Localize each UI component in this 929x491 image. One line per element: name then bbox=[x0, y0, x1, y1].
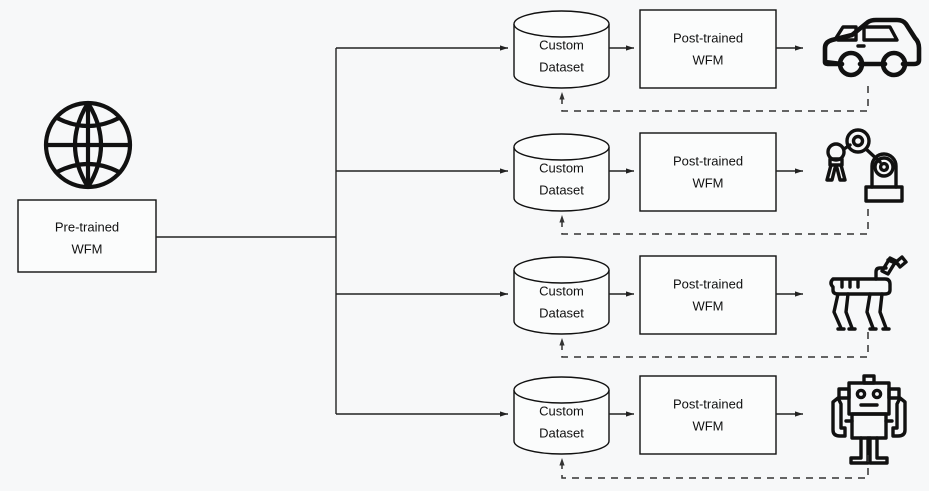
custom-dataset-1[interactable]: Custom Dataset bbox=[513, 10, 610, 89]
post-trained-wfm-1-line1: Post-trained bbox=[673, 30, 743, 45]
globe-icon bbox=[43, 100, 133, 190]
custom-dataset-1-line1: Custom bbox=[539, 37, 584, 52]
post-trained-wfm-2-line1: Post-trained bbox=[673, 153, 743, 168]
post-trained-wfm-4-line2: WFM bbox=[692, 418, 723, 433]
post-trained-wfm-4[interactable]: Post-trained WFM bbox=[639, 375, 777, 455]
quadruped-robot-icon bbox=[829, 255, 908, 331]
pre-trained-wfm-label-line2: WFM bbox=[71, 241, 102, 256]
feedback-loop-4 bbox=[559, 455, 869, 479]
custom-dataset-4-line1: Custom bbox=[539, 403, 584, 418]
humanoid-robot-icon bbox=[831, 374, 907, 465]
post-trained-wfm-1-line2: WFM bbox=[692, 52, 723, 67]
pre-trained-wfm-label-line1: Pre-trained bbox=[55, 219, 119, 234]
car-icon bbox=[822, 17, 922, 78]
post-trained-wfm-1[interactable]: Post-trained WFM bbox=[639, 9, 777, 89]
feedback-loop-3 bbox=[559, 332, 869, 358]
custom-dataset-2-line1: Custom bbox=[539, 160, 584, 175]
custom-dataset-4[interactable]: Custom Dataset bbox=[513, 376, 610, 455]
custom-dataset-4-line2: Dataset bbox=[539, 425, 584, 440]
feedback-loop-2 bbox=[559, 209, 869, 235]
post-trained-wfm-3-line1: Post-trained bbox=[673, 276, 743, 291]
robot-arm-icon bbox=[825, 128, 904, 203]
custom-dataset-2[interactable]: Custom Dataset bbox=[513, 133, 610, 212]
feedback-loop-1 bbox=[559, 86, 869, 112]
custom-dataset-1-line2: Dataset bbox=[539, 59, 584, 74]
post-trained-wfm-2[interactable]: Post-trained WFM bbox=[639, 132, 777, 212]
custom-dataset-3[interactable]: Custom Dataset bbox=[513, 256, 610, 335]
custom-dataset-3-line1: Custom bbox=[539, 283, 584, 298]
post-trained-wfm-3[interactable]: Post-trained WFM bbox=[639, 255, 777, 335]
post-trained-wfm-2-line2: WFM bbox=[692, 175, 723, 190]
post-trained-wfm-4-line1: Post-trained bbox=[673, 396, 743, 411]
custom-dataset-3-line2: Dataset bbox=[539, 305, 584, 320]
post-trained-wfm-3-line2: WFM bbox=[692, 298, 723, 313]
pre-trained-wfm-node[interactable]: Pre-trained WFM bbox=[17, 199, 157, 273]
custom-dataset-2-line2: Dataset bbox=[539, 182, 584, 197]
